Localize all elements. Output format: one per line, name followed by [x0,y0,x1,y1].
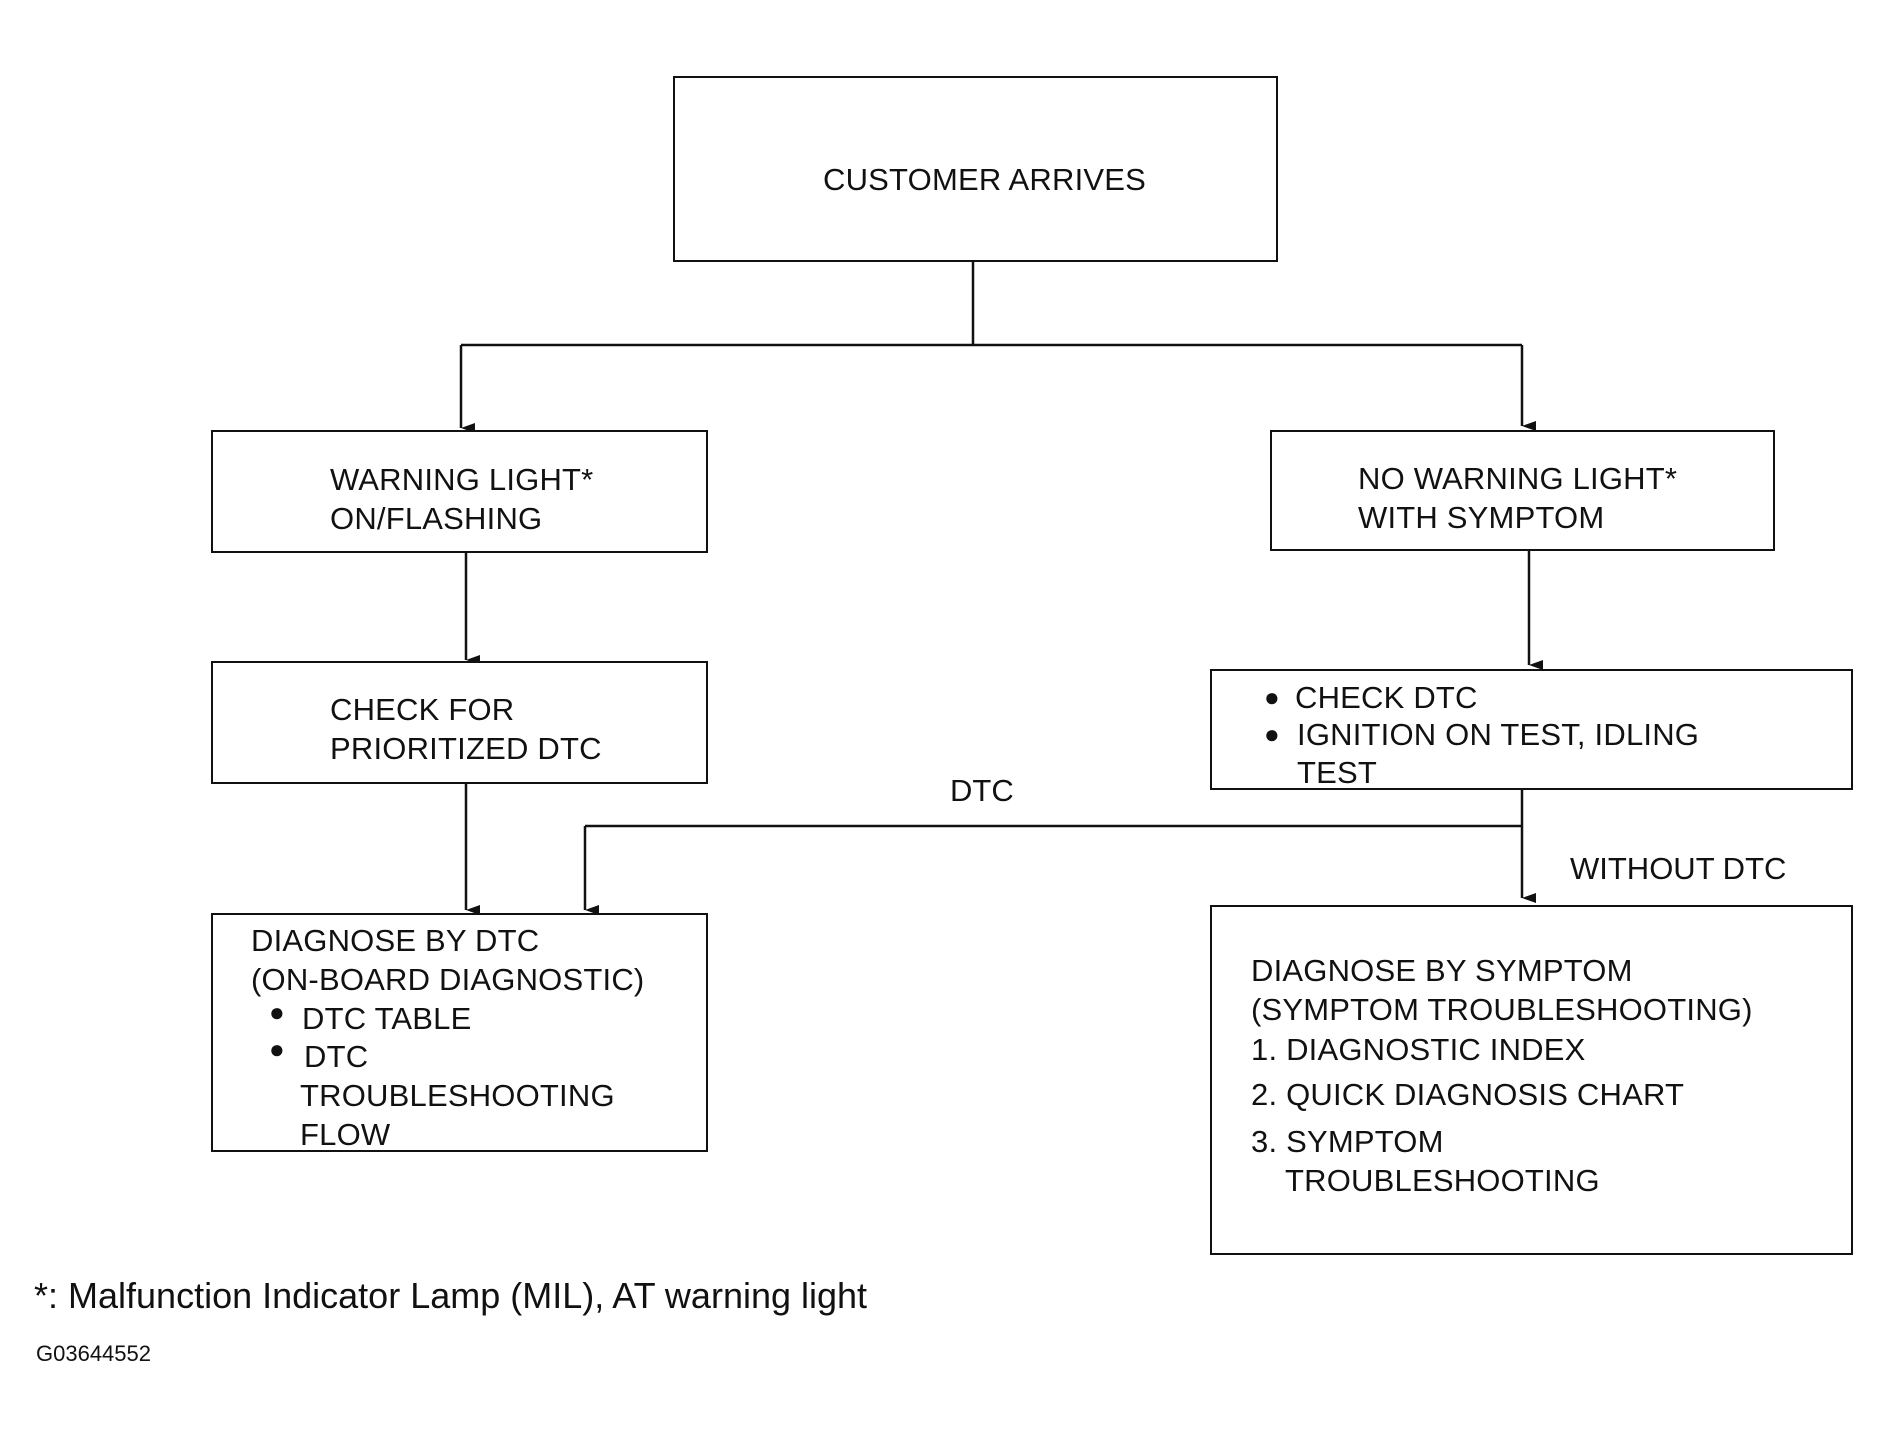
node-warning-light: WARNING LIGHT* ON/FLASHING [211,430,708,553]
node-diagnose-symptom-line-2: (SYMPTOM TROUBLESHOOTING) [1251,992,1753,1027]
node-diagnose-dtc-continuation-2: FLOW [300,1117,391,1152]
node-diagnose-dtc-bullet-1: DTC TABLE [302,1001,472,1036]
node-check-dtc-bullet-1: CHECK DTC [1295,680,1478,715]
node-no-warning-light-line-1: NO WARNING LIGHT* [1358,461,1678,496]
node-check-prioritized-line-2: PRIORITIZED DTC [330,731,602,766]
bullet-icon: ● [1264,682,1280,712]
node-diagnose-dtc-continuation-1: TROUBLESHOOTING [300,1078,615,1113]
node-diagnose-symptom-continuation: TROUBLESHOOTING [1285,1163,1600,1198]
figure-id: G03644552 [36,1341,151,1366]
node-diagnose-by-symptom: DIAGNOSE BY SYMPTOM (SYMPTOM TROUBLESHOO… [1210,905,1853,1255]
node-no-warning-light: NO WARNING LIGHT* WITH SYMPTOM [1270,430,1775,551]
edge-label-dtc: DTC [950,773,1014,808]
node-warning-light-line-1: WARNING LIGHT* [330,462,594,497]
node-check-dtc-continuation: TEST [1297,755,1378,790]
node-check-dtc-bullet-2: IGNITION ON TEST, IDLING [1297,717,1700,752]
node-diagnose-symptom-line-1: DIAGNOSE BY SYMPTOM [1251,953,1633,988]
node-diagnose-by-dtc: DIAGNOSE BY DTC (ON-BOARD DIAGNOSTIC) ● … [211,913,708,1152]
node-customer-arrives-label: CUSTOMER ARRIVES [823,162,1147,197]
node-check-dtc: ● CHECK DTC ● IGNITION ON TEST, IDLING T… [1210,669,1853,790]
node-diagnose-dtc-bullet-2: DTC [304,1039,369,1074]
node-diagnose-symptom-item-3: 3. SYMPTOM [1251,1124,1444,1159]
node-no-warning-light-line-2: WITH SYMPTOM [1358,500,1605,535]
node-diagnose-dtc-line-1: DIAGNOSE BY DTC [251,923,540,958]
node-diagnose-symptom-item-1: 1. DIAGNOSTIC INDEX [1251,1032,1586,1067]
node-diagnose-symptom-item-2: 2. QUICK DIAGNOSIS CHART [1251,1077,1685,1112]
bullet-icon: ● [269,1034,285,1064]
node-diagnose-dtc-line-2: (ON-BOARD DIAGNOSTIC) [251,962,645,997]
node-warning-light-line-2: ON/FLASHING [330,501,543,536]
bullet-icon: ● [269,997,285,1027]
edge-label-without-dtc: WITHOUT DTC [1570,851,1787,886]
node-customer-arrives: CUSTOMER ARRIVES [673,76,1278,262]
bullet-icon: ● [1264,719,1280,749]
node-check-prioritized-dtc: CHECK FOR PRIORITIZED DTC [211,661,708,784]
footnote: *: Malfunction Indicator Lamp (MIL), AT … [34,1275,868,1316]
node-check-prioritized-line-1: CHECK FOR [330,692,515,727]
